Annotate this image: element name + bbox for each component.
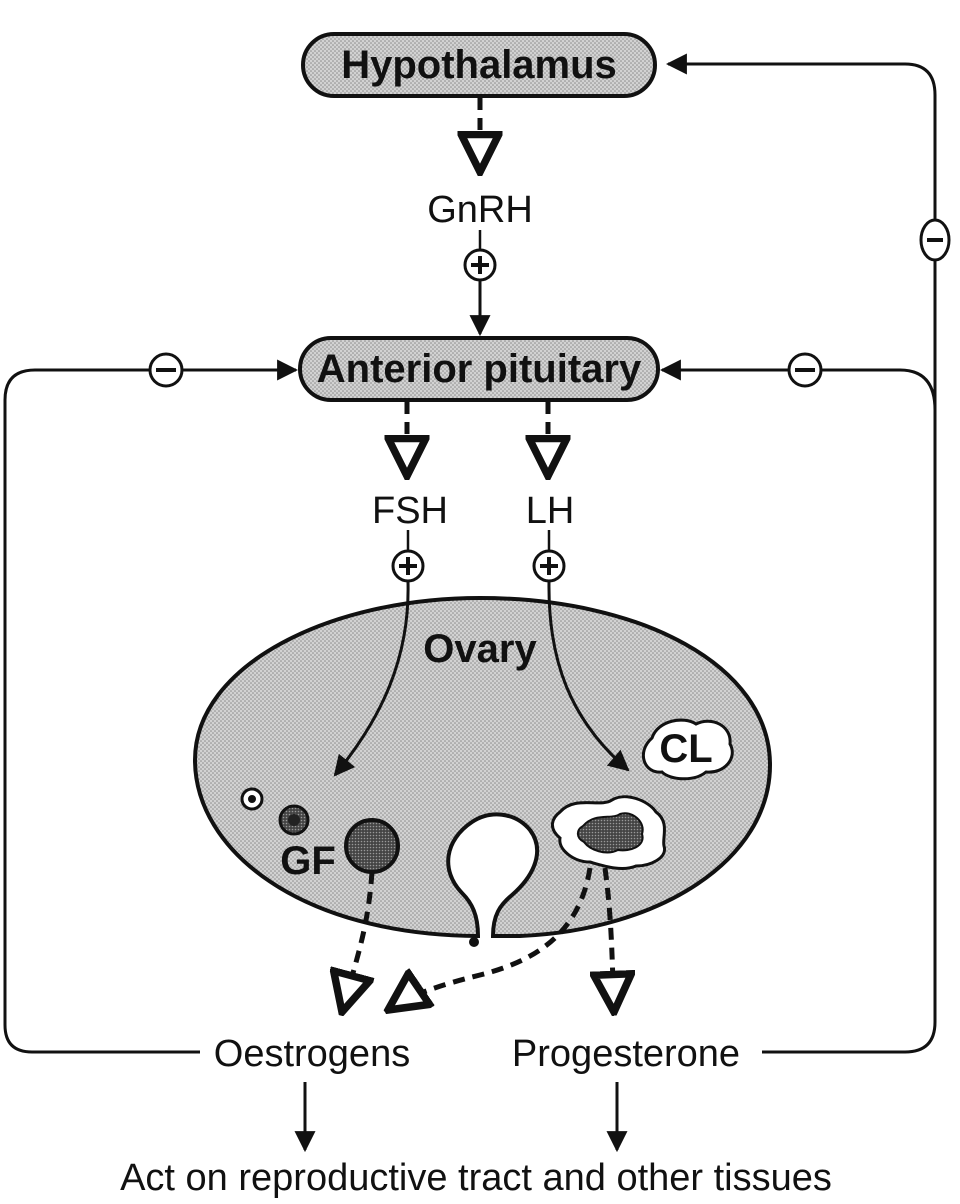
- oestrogens-label: Oestrogens: [214, 1033, 410, 1075]
- hypothalamus-inhibit-sign: [919, 218, 951, 262]
- fsh-stimulate-sign: [391, 549, 425, 583]
- lh-to-corpus-luteum-arrow: [547, 581, 630, 772]
- hypothalamus-box: Hypothalamus: [301, 32, 657, 98]
- anterior-pituitary-box: Anterior pituitary: [298, 336, 660, 402]
- progesterone-label: Progesterone: [512, 1033, 740, 1075]
- lh-stimulate-sign: [532, 549, 566, 583]
- gnrh-label: GnRH: [427, 189, 533, 231]
- lh-label: LH: [526, 490, 575, 532]
- follicle-to-oestrogens-arrow: [342, 871, 375, 1012]
- gf-label: GF: [280, 839, 336, 883]
- oestrogen-inhibit-sign: [148, 352, 184, 388]
- released-ovum: [469, 937, 479, 947]
- cl-to-oestrogens-arrow: [388, 867, 593, 1010]
- fsh-to-follicles-arrow: [333, 581, 410, 777]
- corpus-luteum: [551, 795, 667, 870]
- gnrh-stimulate-sign: [463, 248, 497, 282]
- fsh-label: FSH: [372, 490, 448, 532]
- oestrogen-feedback-line: [3, 368, 200, 1054]
- target-tissues-label: Act on reproductive tract and other tiss…: [120, 1157, 832, 1199]
- cl-label: CL: [659, 727, 712, 771]
- cl-cloud: CL: [641, 718, 734, 781]
- progesterone-feedback-to-hypothalamus: [665, 53, 937, 1054]
- pituitary-inhibit-sign: [787, 352, 823, 388]
- progesterone-feedback-to-pituitary-line: [822, 368, 937, 411]
- hypothalamus-label: Hypothalamus: [341, 43, 617, 87]
- ovary-label: Ovary: [423, 627, 537, 671]
- anterior-pituitary-label: Anterior pituitary: [317, 347, 642, 391]
- cl-to-progesterone-arrow: [605, 867, 614, 1012]
